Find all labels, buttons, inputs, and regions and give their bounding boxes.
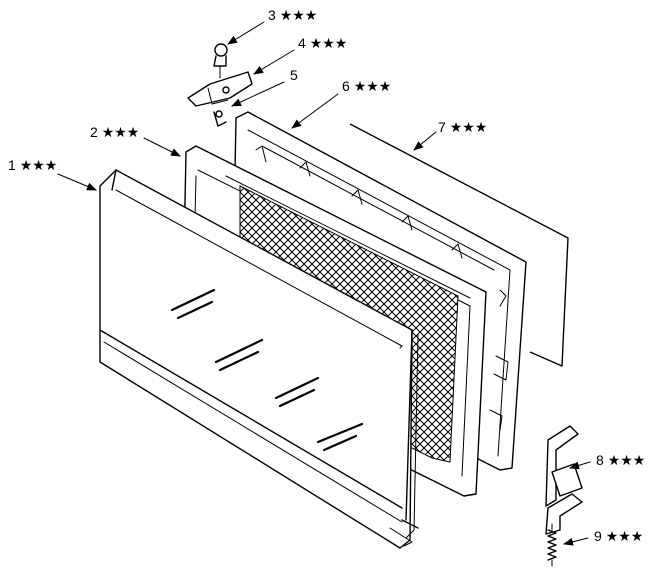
leader-arrow-1 bbox=[57, 173, 97, 191]
leader-arrow-7 bbox=[413, 131, 437, 151]
part-5-screw bbox=[213, 110, 227, 127]
part-8-latch bbox=[545, 425, 583, 535]
callout-5: 5 bbox=[290, 67, 298, 83]
leader-arrow-6 bbox=[291, 93, 339, 129]
callout-8: 8 ★★★ bbox=[596, 452, 645, 468]
leader-lines bbox=[57, 21, 591, 546]
leader-arrow-3 bbox=[227, 21, 265, 45]
callout-2: 2 ★★★ bbox=[90, 124, 139, 140]
leader-arrow-2 bbox=[143, 137, 181, 157]
leader-arrow-5 bbox=[231, 81, 285, 107]
leader-arrow-4 bbox=[253, 49, 295, 75]
callout-9: 9 ★★★ bbox=[594, 528, 643, 544]
callout-3: 3 ★★★ bbox=[268, 7, 317, 23]
leader-arrow-8 bbox=[569, 461, 591, 470]
callout-labels: 1 ★★★ 2 ★★★ 3 ★★★ 4 ★★★ 5 6 ★★★ 7 ★★★ 8 … bbox=[8, 7, 645, 544]
callout-6: 6 ★★★ bbox=[342, 78, 391, 94]
part-4-bracket bbox=[187, 71, 253, 107]
part-1-outer-door bbox=[99, 169, 419, 549]
leader-arrow-9 bbox=[563, 537, 589, 546]
part-3-knob bbox=[213, 43, 228, 79]
callout-1: 1 ★★★ bbox=[8, 157, 57, 173]
part-9-spring bbox=[547, 523, 557, 567]
callout-4: 4 ★★★ bbox=[298, 35, 347, 51]
callout-7: 7 ★★★ bbox=[438, 119, 487, 135]
